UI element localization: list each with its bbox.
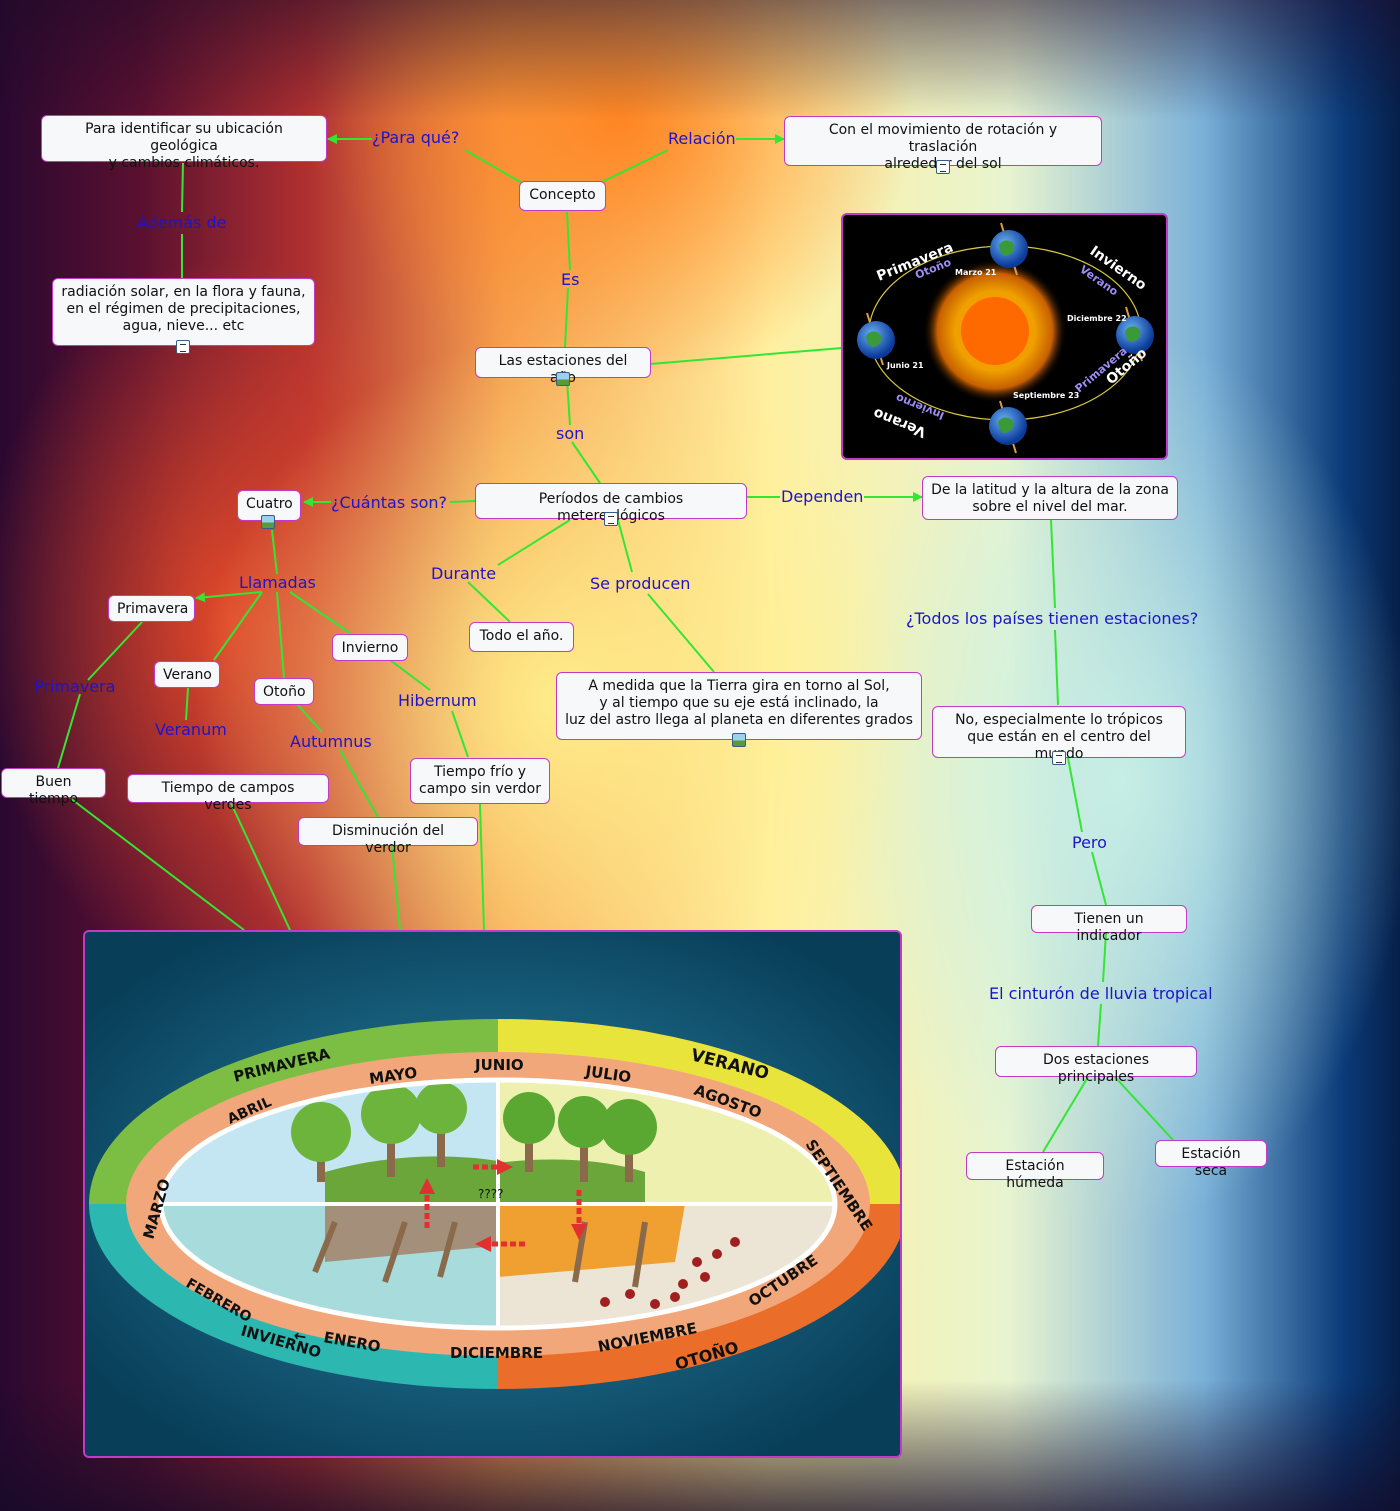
- link-label-todos-paises: ¿Todos los países tienen estaciones?: [906, 609, 1199, 628]
- earth-bottom: [989, 400, 1027, 454]
- fallen-leaves: [600, 1237, 740, 1309]
- node-estacion-seca[interactable]: Estación seca: [1155, 1140, 1267, 1179]
- link-label-durante: Durante: [431, 564, 497, 583]
- image-icon[interactable]: [556, 372, 570, 386]
- wheel-center-text: ????: [478, 1187, 503, 1201]
- image-icon[interactable]: [732, 733, 746, 747]
- link-label-primavera: Primavera: [34, 677, 116, 696]
- link-label-cuantas-son: ¿Cuántas son?: [331, 493, 448, 512]
- node-verano[interactable]: Verano: [154, 661, 220, 688]
- node-estacion-humeda[interactable]: Estación húmeda: [966, 1152, 1104, 1191]
- autumn-roots: [572, 1221, 648, 1288]
- link-label-se-producen: Se producen: [590, 574, 691, 593]
- node-latitud[interactable]: De la latitud y la altura de la zona sob…: [922, 476, 1178, 520]
- earth-left: [857, 312, 895, 366]
- link-label-es: Es: [561, 270, 580, 289]
- link-label-para-que: ¿Para qué?: [372, 128, 460, 147]
- link-label-veranum: Veranum: [155, 720, 227, 739]
- node-dos-estaciones[interactable]: Dos estaciones principales: [995, 1046, 1197, 1085]
- note-icon[interactable]: [936, 160, 950, 174]
- link-label-dependen: Dependen: [781, 487, 864, 506]
- sun: [961, 297, 1029, 365]
- image-icon[interactable]: [261, 515, 275, 529]
- earth-top: [990, 222, 1028, 276]
- node-disminucion[interactable]: Disminución del verdor: [298, 817, 478, 856]
- season-wheel-image[interactable]: ???? PRIMAVERA VERANO OTOÑO INVIERNO ABR…: [83, 930, 902, 1458]
- summer-trees: [503, 1092, 657, 1182]
- link-label-pero: Pero: [1072, 833, 1107, 852]
- orbit-label-diciembre: Diciembre 22: [1067, 314, 1127, 323]
- spring-trees: [291, 1082, 467, 1182]
- note-icon[interactable]: [1052, 751, 1066, 765]
- node-otono[interactable]: Otoño: [254, 678, 314, 705]
- node-para-identificar[interactable]: Para identificar su ubicación geológica …: [41, 115, 327, 171]
- orbit-label-septiembre: Septiembre 23: [1013, 391, 1079, 400]
- month-label-junio: JUNIO: [474, 1056, 524, 1074]
- arrow-left-icon: ←: [292, 1326, 308, 1346]
- season-wheel: ???? PRIMAVERA VERANO OTOÑO INVIERNO ABR…: [85, 932, 900, 1456]
- link-label-hibernum: Hibernum: [398, 691, 477, 710]
- node-campos-verdes[interactable]: Tiempo de campos verdes: [127, 774, 329, 813]
- node-tiempo-frio[interactable]: Tiempo frío y campo sin verdor: [410, 758, 550, 804]
- node-a-medida[interactable]: A medida que la Tierra gira en torno al …: [556, 672, 922, 740]
- link-label-llamadas: Llamadas: [239, 573, 316, 592]
- node-buen-tiempo[interactable]: Buen tiempo: [1, 768, 106, 807]
- note-icon[interactable]: [604, 512, 618, 526]
- node-concepto[interactable]: Concepto: [519, 181, 606, 211]
- node-con-movimiento[interactable]: Con el movimiento de rotación y traslaci…: [784, 116, 1102, 172]
- node-radiacion[interactable]: radiación solar, en la flora y fauna, en…: [52, 278, 315, 346]
- orbit-diagram: Primavera Otoño Invierno Verano Marzo 21…: [857, 222, 1154, 454]
- link-label-cinturon: El cinturón de lluvia tropical: [989, 984, 1213, 1003]
- link-label-son: son: [556, 424, 585, 443]
- node-no-tropicos[interactable]: No, especialmente lo trópicos que están …: [932, 706, 1186, 762]
- orbit-image[interactable]: Primavera Otoño Invierno Verano Marzo 21…: [841, 213, 1168, 460]
- link-label-autumnus: Autumnus: [290, 732, 372, 751]
- earth-right: [1116, 306, 1154, 362]
- node-primavera[interactable]: Primavera: [108, 595, 195, 622]
- orbit-label-junio: Junio 21: [886, 361, 924, 370]
- cycle-arrows: [419, 1159, 587, 1252]
- node-todo-ano[interactable]: Todo el año.: [469, 622, 574, 652]
- note-icon[interactable]: [176, 340, 190, 354]
- orbit-label-marzo: Marzo 21: [955, 268, 997, 277]
- link-label-ademas-de: Además de: [137, 213, 227, 232]
- node-indicador[interactable]: Tienen un indicador: [1031, 905, 1187, 944]
- month-label-diciembre: DICIEMBRE: [450, 1344, 543, 1362]
- node-periodos[interactable]: Períodos de cambios metereológicos: [475, 483, 747, 524]
- link-label-relacion: Relación: [668, 129, 736, 148]
- node-invierno[interactable]: Invierno: [332, 634, 408, 661]
- winter-roots: [312, 1220, 458, 1283]
